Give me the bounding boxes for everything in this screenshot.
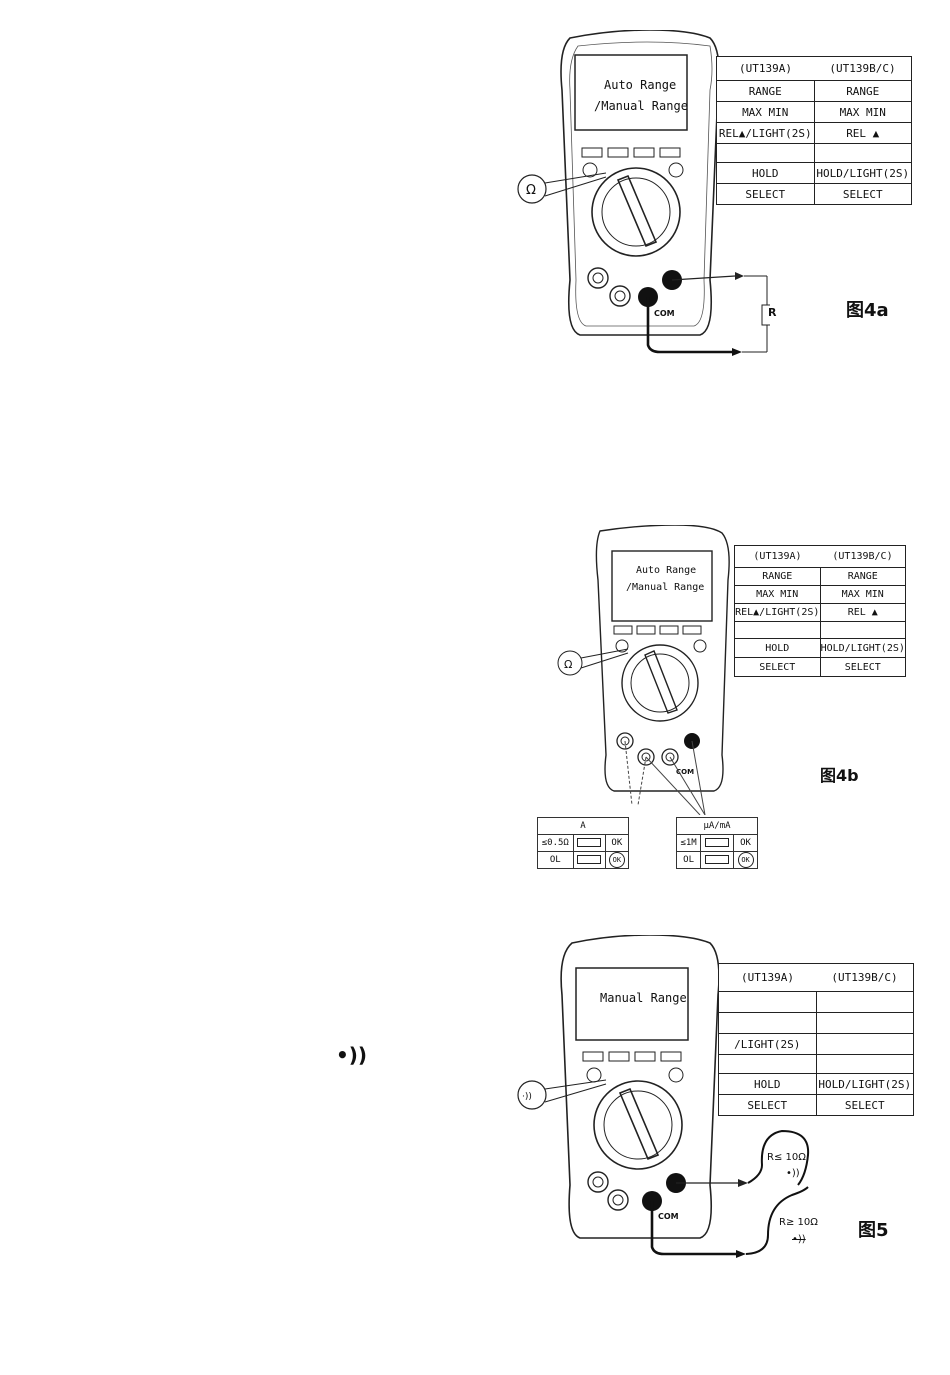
lcd-line2: /Manual Range — [626, 582, 704, 593]
dial-symbol: Ω — [564, 658, 572, 671]
figure-caption-4a: 图4a — [846, 300, 889, 321]
beep-on-icon: •)) — [786, 1168, 800, 1179]
r-low-label: R≤ 10Ω — [767, 1152, 806, 1163]
lcd-line1: Auto Range — [604, 78, 676, 92]
com-label: COM — [676, 768, 694, 776]
com-label: COM — [658, 1212, 679, 1221]
table-header-right: (UT139B/C) — [814, 56, 912, 81]
meter-diagram-4a: Auto Range /Manual Range Ω COM — [517, 30, 770, 356]
figure-caption-4b: 图4b — [820, 766, 859, 785]
fuse-icon — [705, 855, 730, 864]
dial-symbol: ·)) — [522, 1092, 532, 1102]
table-header-left: (UT139A) — [716, 56, 814, 81]
blown-fuse-icon: OK — [608, 852, 625, 868]
figure-caption-5: 图5 — [858, 1220, 889, 1241]
resistor-label: R — [768, 306, 777, 319]
beep-off-icon: •)) — [792, 1234, 806, 1245]
blown-fuse-icon: OK — [737, 852, 754, 868]
lcd-line1: Auto Range — [636, 565, 696, 576]
com-label: COM — [654, 309, 675, 318]
meter-diagram-5: Manual Range ·)) COM — [517, 935, 810, 1258]
fuse-icon — [577, 838, 602, 847]
meter-diagram-4b: Auto Range /Manual Range Ω COM — [557, 525, 730, 815]
dial-symbol: Ω — [526, 183, 536, 198]
lcd-line1: Manual Range — [600, 991, 687, 1005]
lcd-line2: /Manual Range — [594, 99, 688, 113]
continuity-beep-icon: •)) — [336, 1043, 368, 1067]
fuse-icon — [705, 838, 730, 847]
fuse-icon — [577, 855, 602, 864]
r-high-label: R≥ 10Ω — [779, 1217, 818, 1228]
